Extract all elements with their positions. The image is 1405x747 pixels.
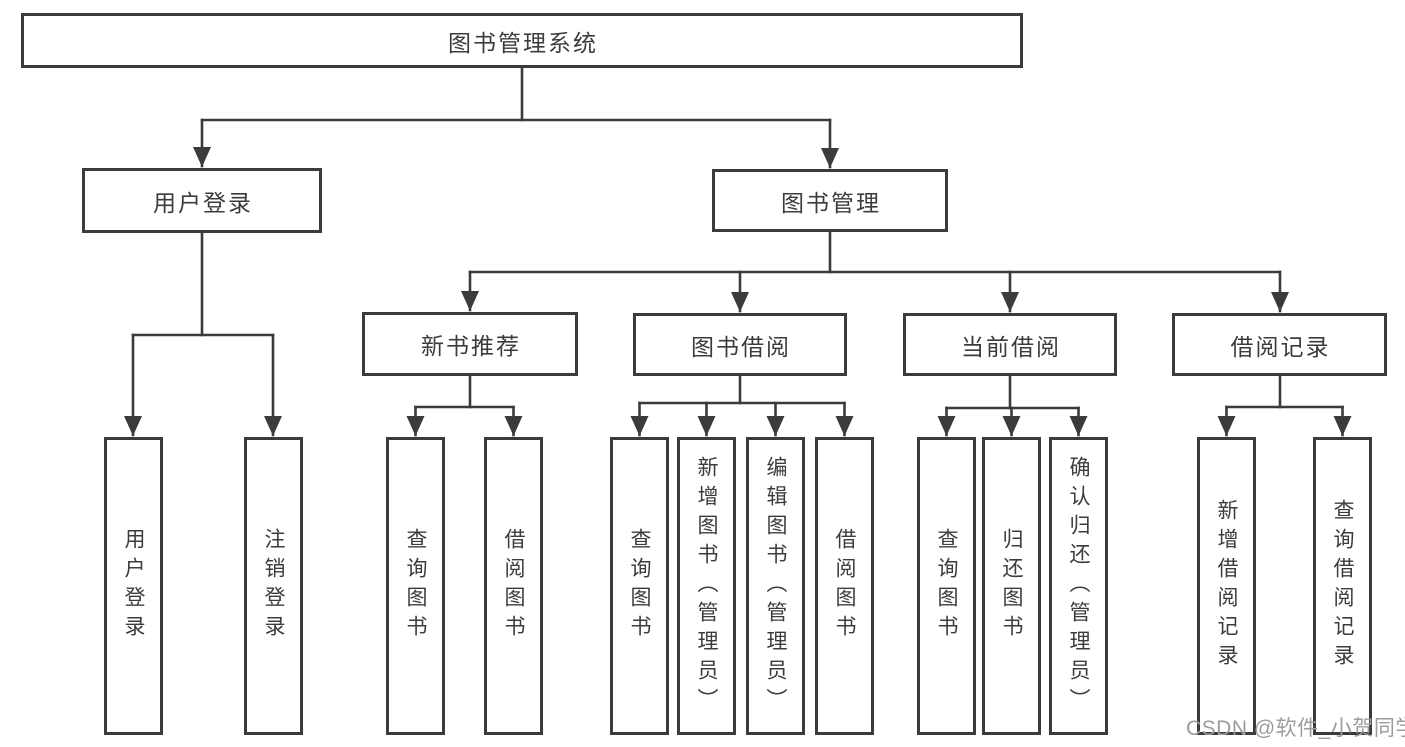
- csdn-watermark: CSDN @软件_小贺同学: [1186, 717, 1405, 740]
- node-borrow-books-recommend: 借阅图书: [484, 437, 543, 735]
- node-query-books-borrow: 查询图书: [610, 437, 669, 735]
- node-label: 图书管理: [781, 189, 881, 216]
- node-label: 图书借阅: [691, 333, 791, 360]
- node-new-book-recommend: 新书推荐: [362, 312, 578, 376]
- node-user-login-leaf: 用户登录: [104, 437, 163, 735]
- node-return-books: 归还图书: [982, 437, 1041, 735]
- node-borrowing-records: 借阅记录: [1172, 313, 1387, 376]
- node-label: 用户登录: [153, 189, 253, 216]
- node-label: 注销登录: [262, 528, 285, 644]
- node-book-borrowing: 图书借阅: [633, 313, 847, 376]
- node-label: 查询借阅记录: [1331, 499, 1354, 673]
- node-label: 查询图书: [628, 528, 651, 644]
- node-label: 用户登录: [122, 528, 145, 644]
- node-user-login: 用户登录: [82, 168, 322, 233]
- node-query-books-current: 查询图书: [917, 437, 976, 735]
- node-current-borrowing: 当前借阅: [903, 313, 1117, 376]
- node-label: 借阅记录: [1230, 333, 1331, 360]
- node-confirm-return-admin: 确认归还（管理员）: [1049, 437, 1108, 735]
- node-edit-books-admin: 编辑图书（管理员）: [746, 437, 805, 735]
- node-label: 新书推荐: [421, 333, 521, 359]
- node-query-borrow-record: 查询借阅记录: [1313, 437, 1372, 735]
- node-label: 归还图书: [1000, 528, 1023, 644]
- node-label: 新增借阅记录: [1215, 499, 1238, 673]
- node-logout: 注销登录: [244, 437, 303, 735]
- node-label: 查询图书: [935, 528, 958, 644]
- node-borrow-books: 借阅图书: [815, 437, 874, 735]
- node-library-management-system: 图书管理系统: [21, 13, 1023, 68]
- node-label: 新增图书（管理员）: [695, 455, 718, 717]
- node-label: 编辑图书（管理员）: [764, 455, 787, 717]
- node-label: 图书管理系统: [448, 29, 598, 56]
- node-add-borrow-record: 新增借阅记录: [1197, 437, 1256, 735]
- node-label: 借阅图书: [502, 528, 525, 644]
- node-query-books-recommend: 查询图书: [386, 437, 445, 735]
- node-label: 确认归还（管理员）: [1067, 455, 1090, 717]
- node-label: 查询图书: [404, 528, 427, 644]
- node-book-management: 图书管理: [712, 169, 948, 232]
- node-label: 当前借阅: [961, 333, 1061, 360]
- node-label: 借阅图书: [833, 528, 856, 644]
- node-add-books-admin: 新增图书（管理员）: [677, 437, 736, 735]
